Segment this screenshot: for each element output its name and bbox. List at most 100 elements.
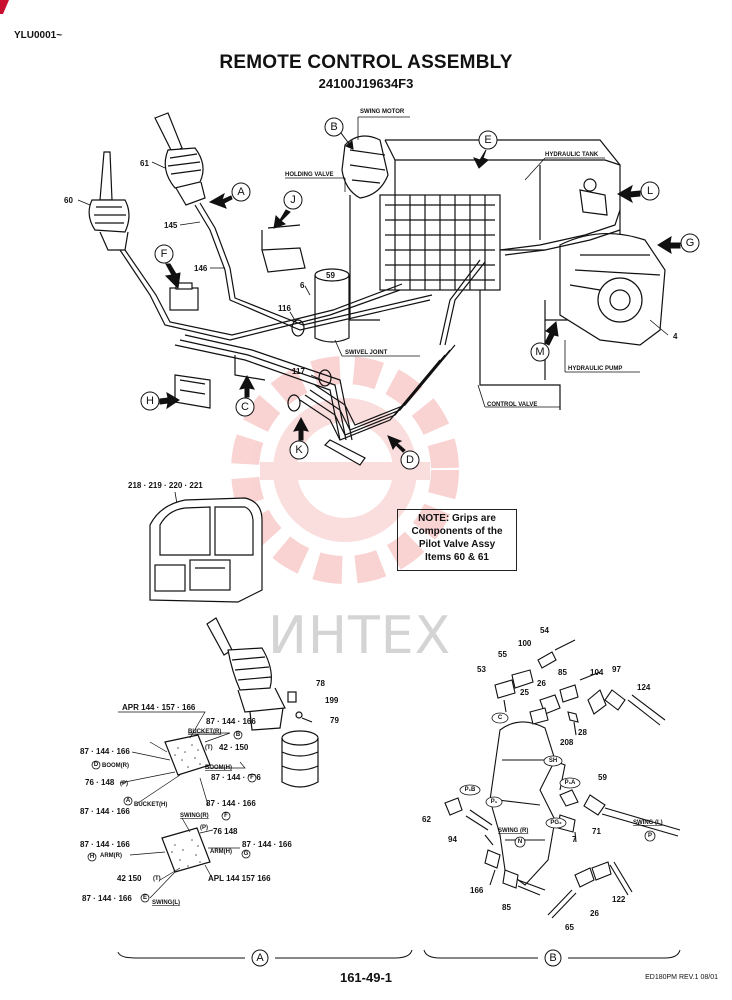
label-76-148: 76 · 148 <box>85 778 115 787</box>
port-p1b: P₁B <box>465 787 476 793</box>
letter-d-small: D <box>94 762 99 768</box>
label-bucket-r: BUCKET(R) <box>188 729 221 735</box>
item-6: 6 <box>300 281 305 290</box>
label-arm-r: ARM(R) <box>100 853 122 859</box>
page-title: REMOTE CONTROL ASSEMBLY <box>219 52 513 73</box>
item-cab-parts: 218 · 219 · 220 · 221 <box>128 481 203 490</box>
label-87-144-166-a2: 87 · 144 · 166 <box>80 747 130 756</box>
item-7: 7 <box>572 835 577 844</box>
part-number: 24100J19634F3 <box>318 76 414 91</box>
label-swing-l: SWING(L) <box>152 900 180 906</box>
item-145: 145 <box>164 221 178 230</box>
label-87-144-166-a4: 87 · 144 · 166 <box>206 799 256 808</box>
corner-mark <box>0 0 9 14</box>
watermark-gear-icon <box>231 356 459 584</box>
item-65: 65 <box>565 923 574 932</box>
letter-g-small: G <box>244 851 249 857</box>
label-swing-motor: SWING MOTOR <box>360 109 405 115</box>
note-line-2: Components of the <box>411 526 503 537</box>
main-assembly <box>88 112 666 466</box>
item-85-b: 85 <box>502 903 511 912</box>
detail-a-joystick <box>206 617 319 788</box>
label-apr: APR 144 · 157 · 166 <box>122 703 196 712</box>
label-42-150-b: 42 150 <box>117 874 142 883</box>
item-71: 71 <box>592 827 601 836</box>
callout-b: B <box>330 121 337 133</box>
label-holding-valve: HOLDING VALVE <box>285 172 333 178</box>
item-54: 54 <box>540 626 549 635</box>
callout-f: F <box>161 248 168 260</box>
item-25: 25 <box>520 688 529 697</box>
item-53: 53 <box>477 665 486 674</box>
item-59: 59 <box>326 271 335 280</box>
label-boom-r: BOOM(R) <box>102 763 129 769</box>
item-26-b: 26 <box>590 909 599 918</box>
callout-markers <box>140 117 700 470</box>
leader-lines <box>77 116 669 408</box>
item-94: 94 <box>448 835 457 844</box>
item-55: 55 <box>498 650 507 659</box>
item-61: 61 <box>140 159 149 168</box>
port-c: C <box>498 715 503 721</box>
callout-a: A <box>237 186 245 198</box>
callout-l: L <box>647 185 653 197</box>
watermark-text: ИНТЕХ <box>268 606 452 666</box>
label-87-144-166-a6: 87 · 144 · 166 <box>80 840 130 849</box>
label-swivel-joint: SWIVEL JOINT <box>345 350 388 356</box>
item-62: 62 <box>422 815 431 824</box>
label-hydraulic-pump: HYDRAULIC PUMP <box>568 366 622 372</box>
detail-a-leaders-upper <box>118 711 246 806</box>
note-line-1: NOTE: Grips are <box>418 513 496 524</box>
note-box: NOTE: Grips are Components of the Pilot … <box>397 509 517 571</box>
callout-c: C <box>241 401 249 413</box>
label-87-144-166-a7: 87 · 144 · 166 <box>242 840 292 849</box>
section-marker-a <box>117 949 413 967</box>
item-26: 26 <box>537 679 546 688</box>
callout-m: M <box>535 346 544 358</box>
label-87-144-166-a5: 87 · 144 · 166 <box>80 807 130 816</box>
callout-j: J <box>290 194 296 206</box>
item-199: 199 <box>325 696 339 705</box>
section-letter-b: B <box>549 952 556 964</box>
detail-a-port-plate-upper <box>164 734 211 776</box>
item-79: 79 <box>330 716 339 725</box>
letter-e-small: E <box>143 895 147 901</box>
label-control-valve: CONTROL VALVE <box>487 402 537 408</box>
note-line-4: Items 60 & 61 <box>425 552 489 563</box>
item-104: 104 <box>590 668 604 677</box>
item-60: 60 <box>64 196 73 205</box>
item-85: 85 <box>558 668 567 677</box>
letter-p: P <box>648 833 652 839</box>
callout-g: G <box>686 237 695 249</box>
label-t-lower: (T) <box>153 876 161 882</box>
letter-n: N <box>518 839 522 845</box>
detail-b-fittings <box>444 639 681 919</box>
letter-h-small: H <box>90 854 94 860</box>
item-208: 208 <box>560 738 574 747</box>
callout-e: E <box>484 134 491 146</box>
label-arm-h: ARM(H) <box>210 849 232 855</box>
label-p-upper: (P) <box>120 781 128 787</box>
page-number: 161-49-1 <box>339 970 393 985</box>
section-marker-b <box>423 949 681 967</box>
label-87-144-166-a3: 87 · 144 · 166 <box>211 773 261 782</box>
port-p1: P₁ <box>491 799 498 805</box>
cab-sketch <box>149 497 263 603</box>
item-124: 124 <box>637 683 651 692</box>
item-78: 78 <box>316 679 325 688</box>
detail-a-port-plate-lower <box>161 827 211 873</box>
label-swing-r: SWING(R) <box>180 813 209 819</box>
label-76-148-b: 76 148 <box>213 827 238 836</box>
item-97: 97 <box>612 665 621 674</box>
label-swing-r-b: SWING (R) <box>498 828 528 834</box>
item-116: 116 <box>278 304 291 313</box>
port-p1a: P₁A <box>565 780 576 786</box>
callout-h: H <box>146 395 154 407</box>
item-166: 166 <box>470 886 484 895</box>
callout-d: D <box>406 454 414 466</box>
section-letter-a: A <box>256 952 264 964</box>
label-87-144-166-a1: 87 · 144 · 166 <box>206 717 256 726</box>
port-pg2: PG₂ <box>550 820 562 826</box>
detail-a-leaders-lower <box>129 817 240 899</box>
